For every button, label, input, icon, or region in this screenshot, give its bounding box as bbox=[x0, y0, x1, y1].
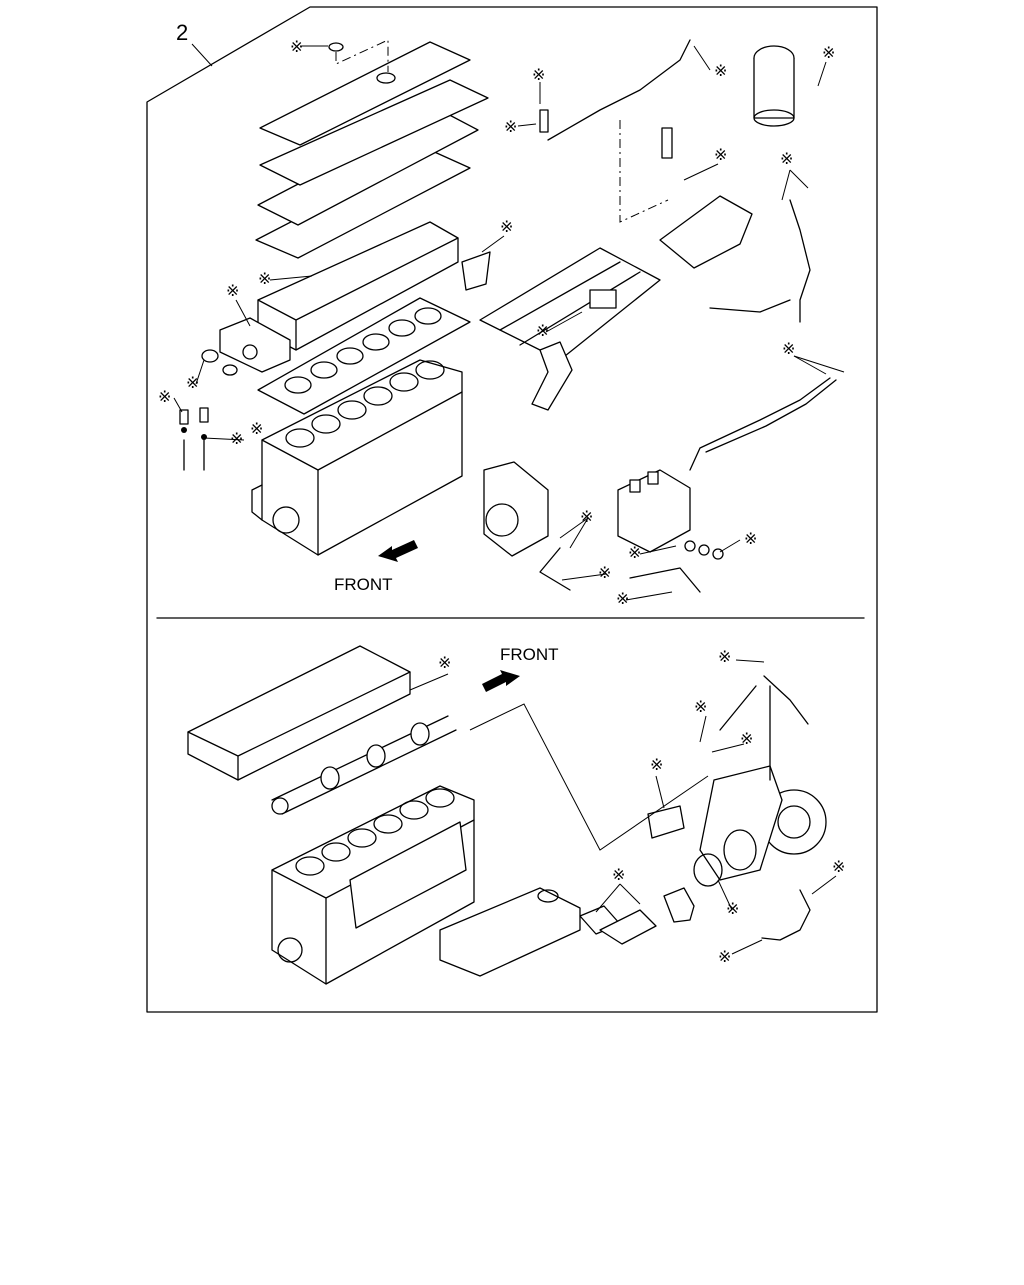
kit-marker: ※ bbox=[504, 119, 517, 136]
kit-marker: ※ bbox=[628, 545, 641, 562]
kit-marker: ※ bbox=[226, 283, 239, 300]
kit-marker: ※ bbox=[714, 147, 727, 164]
kit-marker: ※ bbox=[536, 323, 549, 340]
kit-marker: ※ bbox=[718, 949, 731, 966]
fuel-pipes-top bbox=[689, 199, 837, 471]
compressor-top bbox=[483, 461, 549, 557]
front-label-bottom: FRONT bbox=[500, 645, 559, 664]
kit-marker: ※ bbox=[650, 757, 663, 774]
kit-marker: ※ bbox=[782, 341, 795, 358]
kit-marker: ※ bbox=[616, 591, 629, 608]
kit-marker: ※ bbox=[714, 63, 727, 80]
kit-marker: ※ bbox=[532, 67, 545, 84]
cylinder-block-bottom bbox=[271, 785, 475, 985]
cylinder-block-top bbox=[251, 359, 463, 556]
kit-marker: ※ bbox=[718, 649, 731, 666]
kit-marker: ※ bbox=[612, 867, 625, 884]
injector-harness-top bbox=[539, 39, 753, 269]
kit-marker: ※ bbox=[740, 731, 753, 748]
kit-marker: ※ bbox=[832, 859, 845, 876]
kit-marker: ※ bbox=[580, 509, 593, 526]
item-number: 2 bbox=[176, 20, 188, 45]
kit-marker: ※ bbox=[694, 699, 707, 716]
turbo-dash-leader bbox=[469, 703, 709, 851]
kit-frame bbox=[146, 6, 878, 1013]
kit-marker: ※ bbox=[744, 531, 757, 548]
kit-marker: ※ bbox=[726, 901, 739, 918]
camshaft-bottom bbox=[271, 715, 457, 815]
kit-marker: ※ bbox=[500, 219, 513, 236]
kit-marker: ※ bbox=[822, 45, 835, 62]
rocker-cover-bottom bbox=[187, 645, 411, 781]
injection-pump-top bbox=[617, 469, 691, 553]
kit-marker: ※ bbox=[290, 39, 303, 56]
head-gasket-top bbox=[257, 297, 471, 415]
front-label-top: FRONT bbox=[334, 575, 393, 594]
front-arrow-top bbox=[378, 540, 418, 562]
item-number-leader bbox=[191, 43, 213, 67]
kit-marker: ※ bbox=[158, 389, 171, 406]
front-arrow-bottom bbox=[482, 670, 520, 692]
intake-manifold-top bbox=[461, 247, 661, 411]
rocker-cover-top bbox=[255, 39, 489, 259]
turbocharger-bottom bbox=[647, 765, 827, 887]
valve-parts-top bbox=[179, 407, 209, 471]
fuel-filter-top bbox=[753, 45, 795, 127]
small-parts-top bbox=[539, 540, 724, 593]
kit-marker: ※ bbox=[250, 421, 263, 438]
kit-marker: ※ bbox=[598, 565, 611, 582]
kit-marker: ※ bbox=[258, 271, 271, 288]
oil-lines-bottom bbox=[719, 675, 811, 941]
kit-marker: ※ bbox=[780, 151, 793, 168]
exhaust-manifold-bottom bbox=[439, 887, 695, 977]
thermostat-housing-top bbox=[201, 317, 291, 376]
kit-marker: ※ bbox=[438, 655, 451, 672]
kit-marker: ※ bbox=[186, 375, 199, 392]
